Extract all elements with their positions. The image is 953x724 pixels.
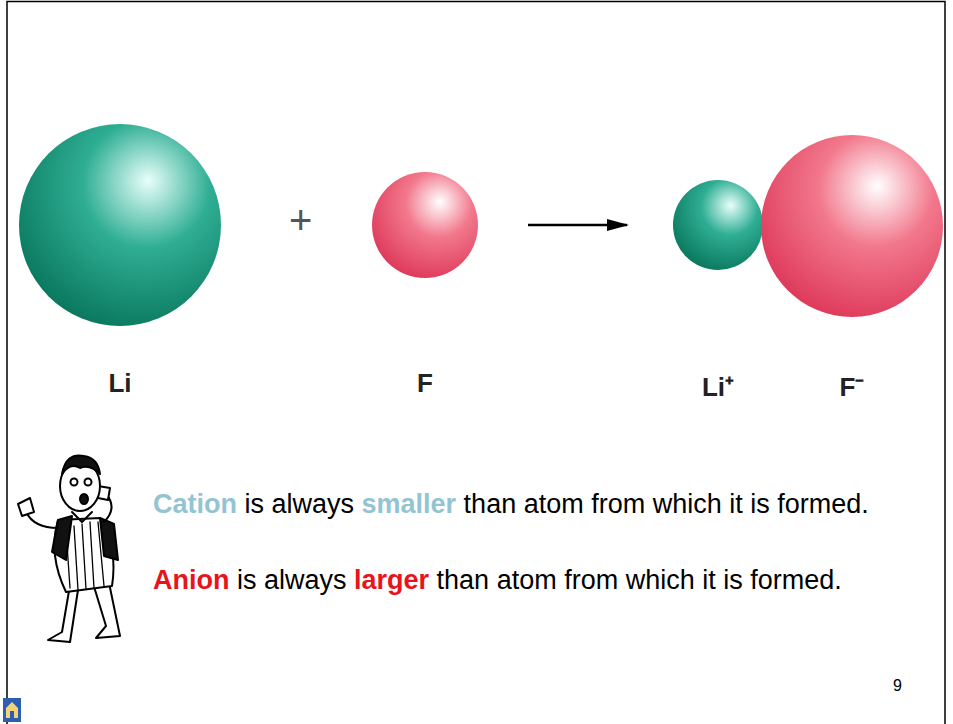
rule-word: Cation — [153, 489, 245, 519]
rule-word: which — [653, 489, 730, 519]
cartoon-stripes — [66, 522, 104, 590]
cartoon-eye — [71, 479, 78, 486]
rule-word: from — [591, 489, 653, 519]
rule-word: is — [245, 489, 272, 519]
rule-word: atom — [524, 489, 592, 519]
plus-sign: + — [289, 196, 312, 244]
reaction-arrow — [528, 224, 627, 227]
atom-sphere: Li⁺ — [673, 180, 763, 270]
atom-sphere: Li — [19, 124, 221, 326]
slide-border — [7, 2, 945, 724]
rule-word: formed. — [750, 565, 842, 595]
rule-word: than — [464, 489, 524, 519]
cartoon-leg — [48, 585, 78, 642]
rule-word: than — [437, 565, 497, 595]
rule-text: Cation is always smaller than atom from … — [153, 485, 923, 523]
cartoon-hand — [18, 498, 34, 516]
logo-ground — [3, 698, 21, 722]
atom-sphere: F⁻ — [761, 135, 943, 317]
rule-word: Anion — [153, 565, 237, 595]
rule-word: from — [564, 565, 626, 595]
rule-word: always — [264, 565, 354, 595]
atom-label: Li — [108, 368, 131, 399]
sphere-shape — [761, 135, 943, 317]
atom-sphere: F — [372, 172, 478, 278]
cartoon-jacket — [52, 516, 72, 560]
cartoon-collar — [72, 512, 92, 522]
cartoon-eye — [85, 479, 92, 486]
rule-word: is — [750, 489, 777, 519]
sphere-circle — [761, 135, 943, 317]
page-number: 9 — [893, 676, 902, 696]
cartoon-jacket — [100, 518, 118, 560]
sphere-shape — [673, 180, 763, 270]
cartoon-man — [18, 455, 120, 642]
rule-word: is — [723, 565, 750, 595]
rule-text: Anion is always larger than atom from wh… — [153, 561, 923, 599]
rule-word: formed. — [777, 489, 869, 519]
sphere-circle — [372, 172, 478, 278]
atom-label: F⁻ — [840, 368, 865, 404]
rule-word: it — [702, 565, 723, 595]
atom-label: F — [417, 368, 433, 399]
sphere-shape — [19, 124, 221, 326]
rule-word: it — [729, 489, 750, 519]
rule-word: larger — [354, 565, 437, 595]
logo-door — [10, 711, 14, 718]
rule-word: always — [272, 489, 362, 519]
logo — [3, 698, 21, 722]
rule-word: atom — [497, 565, 565, 595]
cartoon-arm — [26, 512, 58, 528]
sphere-circle — [673, 180, 763, 270]
atom-label: Li⁺ — [702, 368, 734, 404]
rule-word: which — [626, 565, 703, 595]
sphere-circle — [19, 124, 221, 326]
rule-word: is — [237, 565, 264, 595]
logo-building — [6, 702, 18, 718]
cartoon-mouth — [80, 494, 88, 504]
cartoon-hair — [62, 455, 100, 474]
rule-word: smaller — [362, 489, 464, 519]
sphere-shape — [372, 172, 478, 278]
